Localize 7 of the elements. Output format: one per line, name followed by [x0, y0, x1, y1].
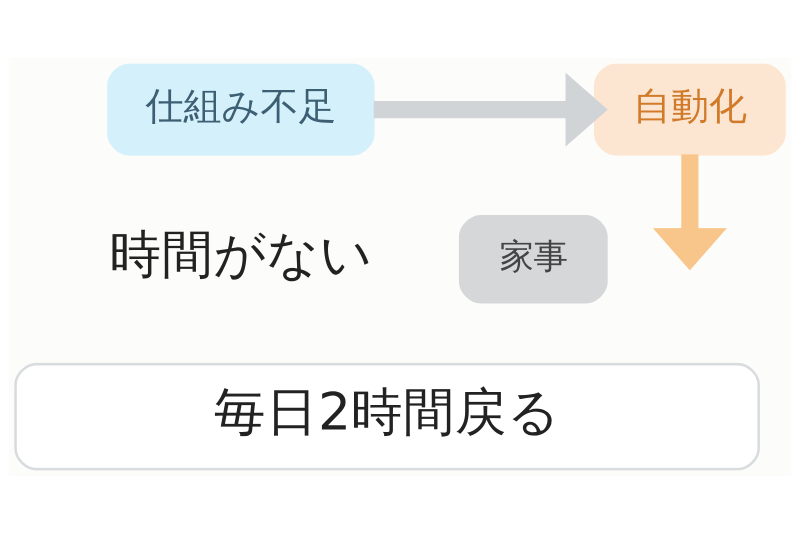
node-box: 家事: [458, 214, 608, 304]
node-box: 毎日2時間戻る: [14, 362, 760, 470]
node-box: 自動化: [594, 63, 786, 156]
node-box: 仕組み不足: [107, 63, 375, 156]
arrow: [652, 154, 727, 270]
arrow: [374, 72, 608, 146]
label: 時間がない: [109, 226, 372, 284]
